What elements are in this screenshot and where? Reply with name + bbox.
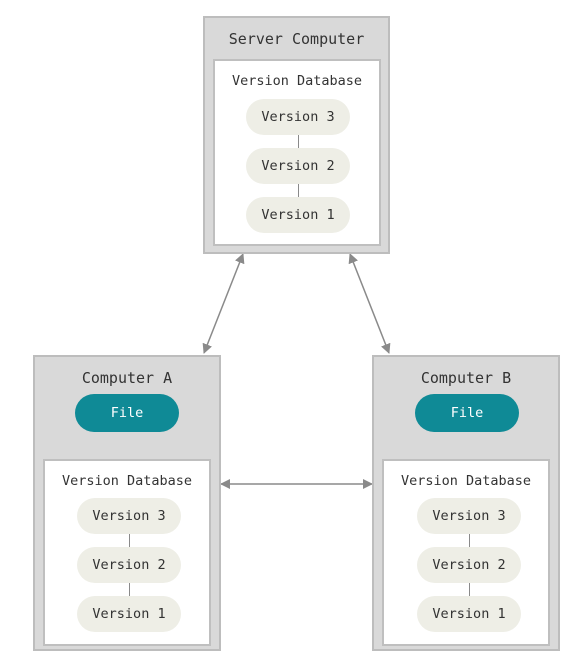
computer-a-file: File <box>75 394 179 432</box>
computer-b-version-1: Version 1 <box>417 596 521 632</box>
computer-b-version-2: Version 2 <box>417 547 521 583</box>
server-connector-2-1 <box>298 184 299 197</box>
computer-b-box: Computer B File Version Database Version… <box>372 355 560 651</box>
computer-b-connector-2-1 <box>469 583 470 596</box>
computer-b-title: Computer B <box>420 369 512 387</box>
computer-b-version-database: Version Database Version 3 Version 2 Ver… <box>382 459 550 646</box>
computer-a-version-3: Version 3 <box>77 498 181 534</box>
computer-a-title: Computer A <box>81 369 173 387</box>
computer-b-version-3: Version 3 <box>417 498 521 534</box>
server-connector-3-2 <box>298 135 299 148</box>
computer-b-connector-3-2 <box>469 534 470 547</box>
computer-a-version-2: Version 2 <box>77 547 181 583</box>
computer-b-file: File <box>415 394 519 432</box>
computer-a-version-database-title: Version Database <box>61 473 193 489</box>
computer-a-connector-2-1 <box>129 583 130 596</box>
arrow-server-to-computer-a <box>202 253 245 354</box>
computer-b-version-database-title: Version Database <box>400 473 532 489</box>
arrow-server-to-computer-b <box>348 253 391 354</box>
server-version-3: Version 3 <box>246 99 350 135</box>
computer-a-version-1: Version 1 <box>77 596 181 632</box>
computer-a-box: Computer A File Version Database Version… <box>33 355 221 651</box>
server-version-database-title: Version Database <box>231 73 363 89</box>
server-version-2: Version 2 <box>246 148 350 184</box>
server-version-database: Version Database Version 3 Version 2 Ver… <box>213 59 381 246</box>
server-version-1: Version 1 <box>246 197 350 233</box>
computer-a-version-database: Version Database Version 3 Version 2 Ver… <box>43 459 211 646</box>
server-computer-box: Server Computer Version Database Version… <box>203 16 390 254</box>
server-computer-title: Server Computer <box>228 30 365 48</box>
computer-a-connector-3-2 <box>129 534 130 547</box>
